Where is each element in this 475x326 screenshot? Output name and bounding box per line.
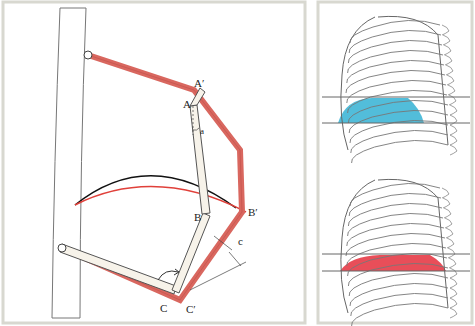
point-label: a: [200, 127, 204, 136]
dimension-line: [229, 252, 241, 266]
ribcage-outline: [341, 179, 448, 313]
pivot-hole: [58, 244, 66, 252]
dimension-line: [190, 262, 246, 290]
vertebra: [442, 188, 449, 198]
upper-bar: [190, 105, 210, 214]
ribcage-sketches: [341, 16, 457, 326]
vertebra: [448, 248, 455, 258]
vertebra: [447, 75, 454, 85]
original-arc: [75, 176, 236, 208]
point-label: A′: [194, 78, 204, 89]
displaced-rib-edge: [62, 55, 242, 300]
point-label: A: [183, 99, 191, 110]
level-line: [322, 254, 470, 255]
level-line: [322, 97, 470, 98]
vertebra: [450, 135, 457, 145]
point-label: B′: [248, 207, 258, 218]
level-line: [322, 123, 470, 124]
level-line: [322, 271, 470, 272]
rib-line: [351, 303, 448, 326]
top-bar: [190, 88, 205, 106]
left-panel: [3, 2, 305, 323]
vertebra: [450, 278, 457, 288]
vertebra: [446, 228, 453, 238]
lower-bar: [60, 244, 176, 294]
point-label: c: [238, 236, 243, 247]
ribcage-outline: [341, 16, 448, 150]
angle-mark: [158, 271, 178, 280]
vertebra: [450, 105, 457, 115]
point-label: C′: [186, 304, 196, 315]
vertebra: [442, 25, 449, 35]
reference-line: [193, 106, 194, 135]
displaced-arc: [75, 187, 246, 212]
red-band: [340, 255, 446, 271]
point-label: B: [194, 212, 201, 223]
vertebra: [443, 198, 450, 208]
displaced-rib: [62, 55, 242, 300]
vertebra: [445, 218, 452, 228]
vertebra: [450, 145, 457, 155]
vertebra: [449, 258, 456, 268]
vertebra: [447, 238, 454, 248]
vertebra: [446, 65, 453, 75]
rib-line: [351, 140, 448, 163]
vertebra: [450, 125, 457, 135]
angle-mark: [193, 128, 199, 130]
right-panel: [318, 2, 472, 323]
pivot-hole: [84, 51, 92, 59]
vertebra: [445, 55, 452, 65]
vertebra: [450, 268, 457, 278]
vertebra: [450, 288, 457, 298]
sternum-bar: [52, 8, 86, 318]
dimension-line: [214, 236, 232, 250]
middle-bar: [172, 213, 210, 293]
vertebra: [450, 298, 457, 308]
vertebra: [448, 85, 455, 95]
vertebra: [444, 45, 451, 55]
vertebra: [443, 35, 450, 45]
vertebra: [444, 208, 451, 218]
angle-arrow: [174, 269, 179, 275]
point-label: C: [160, 303, 167, 314]
vertebra: [450, 308, 457, 318]
